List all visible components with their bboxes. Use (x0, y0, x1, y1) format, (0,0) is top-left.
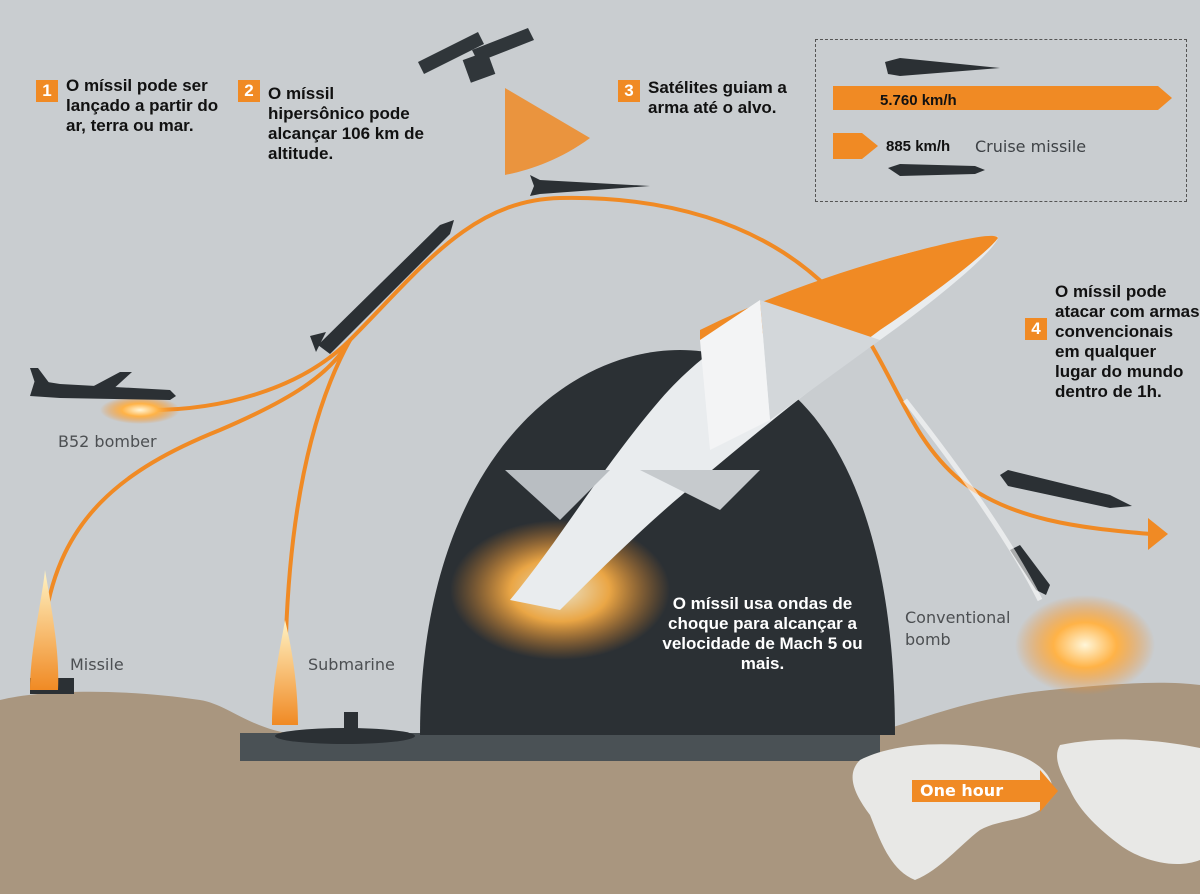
submarine-label: Submarine (308, 655, 395, 674)
launch-exhausts (30, 396, 298, 725)
callout-2-text: O míssil hipersônico pode alcançar 106 k… (268, 84, 424, 163)
speed-legend-box (815, 39, 1187, 202)
shockwave-text: O míssil usa ondas de choque para alcanç… (662, 594, 863, 673)
b52-bomber-label: B52 bomber (58, 432, 157, 451)
descending-missile-icon (1000, 470, 1132, 595)
one-hour-label: One hour (920, 781, 1004, 800)
path-arrowhead (1148, 518, 1168, 550)
conventional-bomb-label: Conventional bomb (905, 608, 1011, 649)
callout-3-text: Satélites guiam a arma até o alvo. (648, 78, 787, 117)
missile-label: Missile (70, 655, 124, 674)
step-number-1: 1 (36, 80, 58, 102)
step-number-4: 4 (1025, 318, 1047, 340)
cruise-missile-legend-icon (888, 164, 985, 176)
climbing-missile-icon (310, 220, 454, 354)
bomb-explosion (1015, 595, 1155, 695)
satellite-icon (418, 28, 534, 83)
world-map (852, 739, 1200, 880)
callout-4-text: O míssil pode atacar com armas convencio… (1055, 282, 1200, 401)
cruise-speed-arrow (833, 133, 878, 159)
submarine-icon (275, 712, 415, 744)
hypersonic-vehicle (450, 235, 999, 660)
callout-1-text: O míssil pode ser lançado a partir do ar… (66, 76, 219, 135)
step-number-2: 2 (238, 80, 260, 102)
b52-bomber-icon (30, 368, 176, 400)
cruise-missile-label: Cruise missile (975, 137, 1087, 156)
hypersonic-missile-legend-icon (885, 58, 1000, 76)
one-hour-arrow (912, 770, 1058, 812)
step-number-3: 3 (618, 80, 640, 102)
hypersonic-speed-arrow (833, 86, 1172, 110)
hypersonic-speed-label: 5.760 km/h (880, 92, 957, 109)
apex-missile-icon (530, 175, 650, 196)
satellite-beam (505, 88, 590, 175)
cruise-speed-label: 885 km/h (886, 138, 951, 155)
bomb-trail (903, 398, 1043, 602)
